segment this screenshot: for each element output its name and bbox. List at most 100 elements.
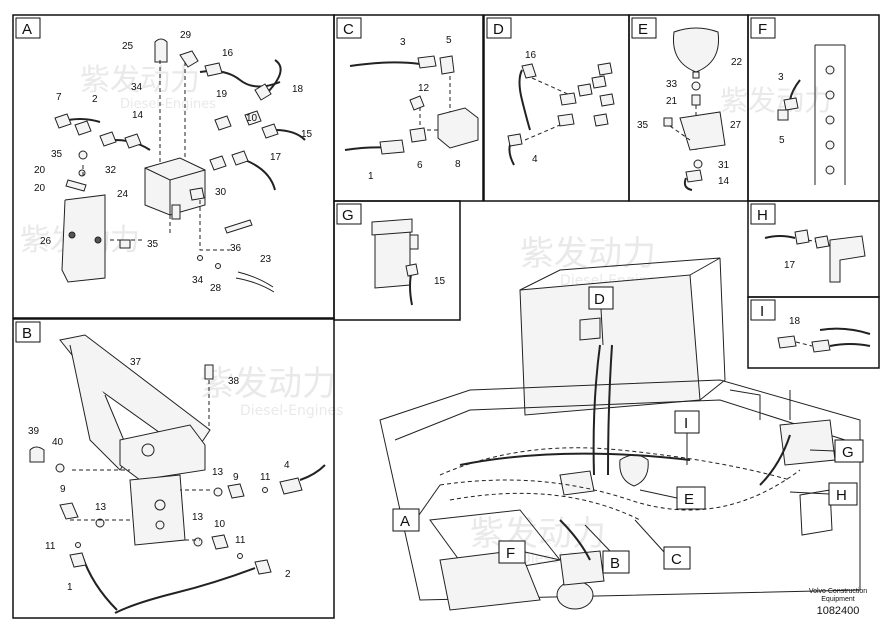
panel-i-letter: I — [760, 303, 764, 320]
valve-block — [144, 157, 206, 216]
part-number: 24 — [117, 189, 129, 200]
part-number: 40 — [52, 437, 64, 448]
panel-d-letter: D — [493, 21, 504, 38]
part-numbers-f: 3 5 — [778, 72, 785, 146]
footer-sub: Equipment — [821, 596, 855, 603]
part-number: 27 — [730, 120, 742, 131]
panel-h-tag — [750, 203, 776, 225]
main-callouts: D I G E H A F B C — [392, 286, 864, 574]
panel-a-drawing — [54, 38, 306, 293]
part-numbers-a: 25 29 16 34 19 18 7 2 14 10 15 35 32 17 … — [34, 30, 313, 294]
part-number: 16 — [222, 48, 234, 59]
part-number: 13 — [212, 467, 224, 478]
watermark-cn: 紫发动力 — [470, 514, 606, 554]
part-number: 26 — [40, 236, 52, 247]
drawing-number: 1082400 — [817, 605, 860, 617]
bracket-27 — [679, 111, 726, 151]
part-number: 19 — [216, 89, 228, 100]
part-number: 36 — [230, 243, 242, 254]
panel-f-letter: F — [758, 21, 767, 38]
part-number: 17 — [270, 152, 282, 163]
part-number: 18 — [292, 84, 304, 95]
part-number: 35 — [51, 149, 63, 160]
part-number: 8 — [455, 159, 461, 170]
part-number: 13 — [192, 512, 204, 523]
part-numbers-h: 17 — [784, 260, 796, 271]
pedal-valve-body — [119, 424, 206, 481]
part-number: 14 — [718, 176, 730, 187]
part-number: 34 — [131, 82, 143, 93]
callout-c-box — [663, 546, 691, 570]
panel-i-drawing — [777, 327, 871, 353]
panel-e-letter: E — [638, 21, 648, 38]
panel-f-drawing — [777, 44, 846, 185]
part-number: 22 — [731, 57, 743, 68]
part-numbers-d: 16 4 — [525, 50, 538, 165]
accumulator — [672, 27, 720, 73]
panel-a-letter: A — [22, 21, 32, 38]
watermark-cn: 紫发动力 — [80, 63, 200, 98]
panel-frames — [12, 14, 880, 619]
part-number: 20 — [34, 183, 46, 194]
panel-e-tag — [631, 17, 657, 39]
callout-h: H — [836, 487, 847, 504]
callout-f: F — [506, 545, 515, 562]
part-number: 6 — [417, 160, 423, 171]
part-number: 30 — [215, 187, 227, 198]
part-number: 5 — [779, 135, 785, 146]
callout-g: G — [842, 444, 854, 461]
part-number: 20 — [34, 165, 46, 176]
part-numbers-c: 3 5 12 1 6 8 — [368, 35, 461, 182]
panel-c-drawing — [344, 55, 479, 155]
panel-f-tag — [750, 17, 776, 39]
callout-a: A — [400, 513, 410, 530]
part-number: 1 — [368, 171, 374, 182]
part-number: 17 — [784, 260, 796, 271]
part-number: 12 — [418, 83, 430, 94]
part-number: 39 — [28, 426, 40, 437]
panel-d-drawing — [507, 62, 615, 166]
part-number: 10 — [246, 113, 258, 124]
panel-g-frame — [333, 200, 461, 321]
part-number: 11 — [260, 472, 271, 483]
part-number: 4 — [532, 154, 538, 165]
panel-c-tag — [336, 17, 362, 39]
panel-i-frame — [747, 296, 880, 369]
watermark-cn: 紫发动力 — [200, 364, 336, 404]
part-number: 15 — [434, 276, 446, 287]
callout-b: B — [610, 555, 620, 572]
part-number: 34 — [192, 275, 204, 286]
part-number: 23 — [260, 254, 272, 265]
part-number: 21 — [666, 96, 678, 107]
part-number: 4 — [284, 460, 290, 471]
panel-c-letter: C — [343, 21, 354, 38]
part-number: 37 — [130, 357, 142, 368]
panel-tags: A B C D E F G H I — [15, 17, 776, 343]
footer: Volvo Construction Equipment 1082400 — [809, 588, 867, 617]
part-number: 18 — [789, 316, 801, 327]
panel-g-letter: G — [342, 207, 354, 224]
part-number: 33 — [666, 79, 678, 90]
pedal-valve-spool — [129, 474, 186, 546]
part-numbers-e: 22 33 21 35 27 31 14 — [637, 57, 743, 187]
panel-a-tag — [15, 17, 41, 39]
accumulator-main — [619, 454, 649, 487]
panel-b-drawing — [29, 334, 326, 614]
part-numbers-b: 37 38 39 40 13 11 4 9 9 13 13 10 11 11 1… — [28, 357, 291, 593]
footer-brand: Volvo Construction — [809, 588, 867, 595]
panel-b-letter: B — [22, 325, 32, 342]
part-number: 29 — [180, 30, 192, 41]
callout-e: E — [684, 491, 694, 508]
callout-i: I — [684, 415, 688, 432]
watermark-en: Diesel-Engines — [240, 403, 343, 419]
swivel — [556, 580, 594, 610]
bracket-h — [829, 235, 866, 283]
part-numbers-i: 18 — [789, 316, 801, 327]
part-number: 7 — [56, 92, 62, 103]
part-number: 28 — [210, 283, 222, 294]
sensor-25 — [154, 38, 168, 63]
panel-d-tag — [486, 17, 512, 39]
part-number: 9 — [233, 472, 239, 483]
watermark: 紫发动力 Diesel-Engines 紫发动力 Diesel-Engines … — [20, 63, 832, 567]
